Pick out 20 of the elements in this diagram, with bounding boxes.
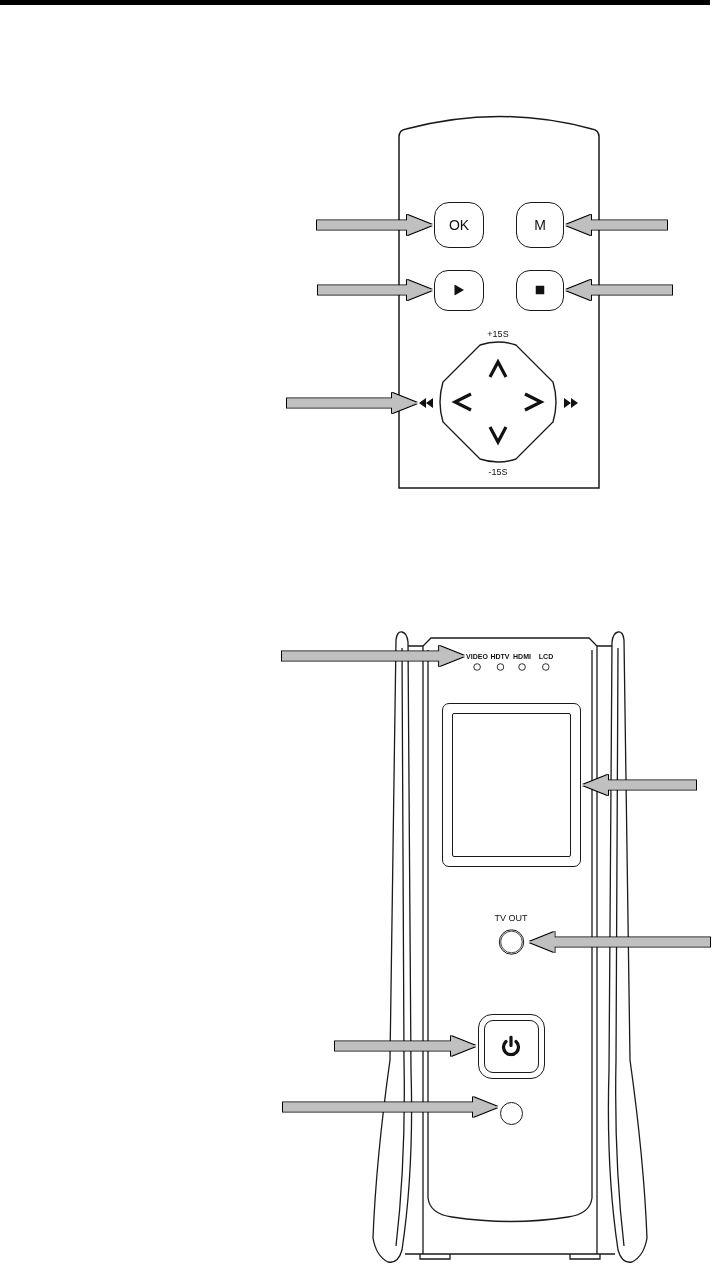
pointer-arrow <box>287 393 417 413</box>
key-label: +15S <box>487 329 509 339</box>
pointer-arrow <box>566 280 672 300</box>
pointer-arrow <box>583 775 696 795</box>
pointer-arrow <box>283 1097 498 1117</box>
pointer-arrow <box>318 280 432 300</box>
pointer-arrow <box>529 932 710 952</box>
key-label: -15S <box>488 467 508 477</box>
remote-button: M <box>516 202 564 248</box>
pointer-arrow <box>317 215 432 235</box>
pointer-arrow <box>566 215 667 235</box>
lcd-screen <box>442 703 581 867</box>
stop-button <box>516 269 564 311</box>
pointer-arrow <box>282 646 465 666</box>
remote-button: OK <box>434 202 484 248</box>
rewind-icon <box>419 398 433 408</box>
port-label: TV OUT <box>494 913 528 923</box>
power-button <box>477 1013 545 1079</box>
pointer-arrow <box>335 1036 476 1056</box>
play-button <box>434 269 484 311</box>
